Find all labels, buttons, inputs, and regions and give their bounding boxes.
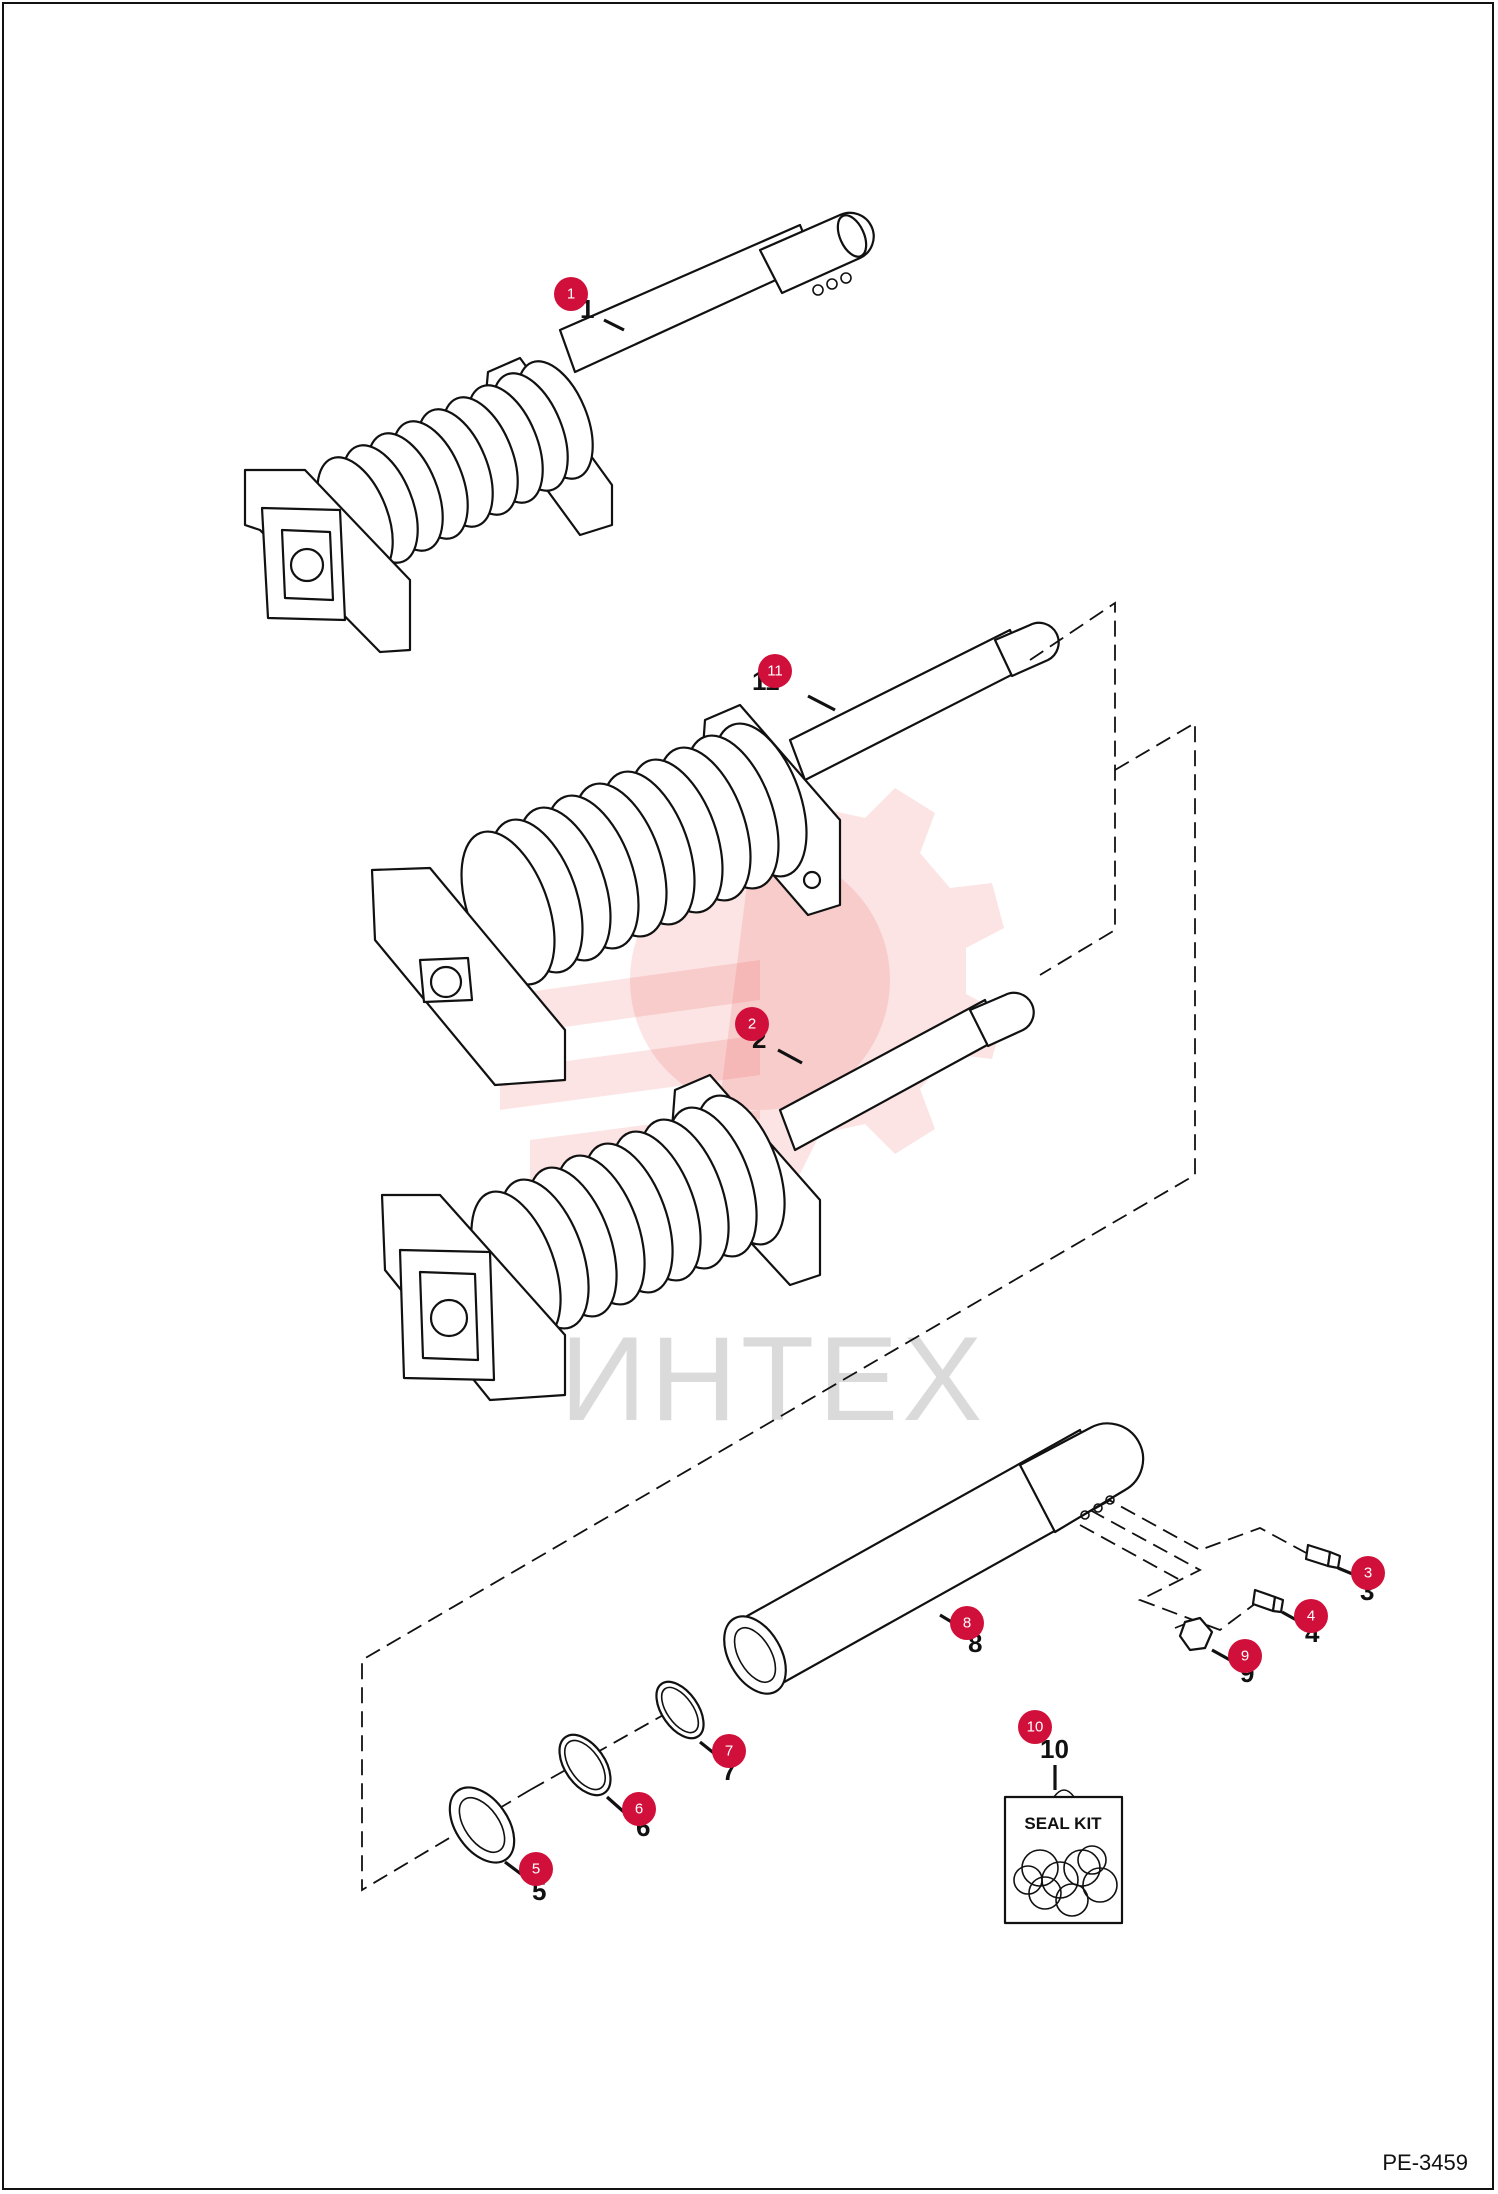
part-8-cylinder xyxy=(723,1422,1145,1695)
callout-badge-1[interactable]: 1 xyxy=(554,277,588,311)
part-5-seal xyxy=(448,1786,516,1864)
drawing-code: PE-3459 xyxy=(1382,2150,1468,2175)
callout-badge-6[interactable]: 6 xyxy=(622,1792,656,1826)
callout-badge-3[interactable]: 3 xyxy=(1351,1556,1385,1590)
callout-badge-5[interactable]: 5 xyxy=(519,1852,553,1886)
guide-lines xyxy=(361,601,1311,1892)
part-9-plug xyxy=(1174,1616,1214,1652)
svg-text:10: 10 xyxy=(1027,1719,1044,1736)
part-11-tensioner-assembly xyxy=(370,621,1060,1087)
part-1-tensioner-assembly xyxy=(243,211,875,654)
svg-text:4: 4 xyxy=(1307,1608,1315,1625)
leader-lines xyxy=(504,318,1356,1879)
part-6-seal-ring xyxy=(558,1733,612,1797)
callout-badge-7[interactable]: 7 xyxy=(712,1734,746,1768)
svg-text:1: 1 xyxy=(567,286,575,303)
part-2-tensioner-assembly xyxy=(380,991,1035,1402)
watermark-text: ИНТЕХ xyxy=(560,1312,986,1446)
svg-text:5: 5 xyxy=(532,1861,540,1878)
part-7-seal-ring xyxy=(655,1680,705,1740)
callout-badge-8[interactable]: 8 xyxy=(950,1606,984,1640)
seal-kit-label: SEAL KIT xyxy=(1024,1814,1102,1833)
svg-text:11: 11 xyxy=(767,663,783,680)
part-10-seal-kit: SEAL KIT xyxy=(1003,1789,1124,1925)
callout-badge-2[interactable]: 2 xyxy=(735,1007,769,1041)
svg-text:3: 3 xyxy=(1364,1565,1372,1582)
svg-text:2: 2 xyxy=(748,1016,756,1033)
part-3-fitting xyxy=(1304,1543,1342,1570)
svg-text:9: 9 xyxy=(1241,1648,1249,1665)
callout-badge-9[interactable]: 9 xyxy=(1228,1639,1262,1673)
callout-badge-11[interactable]: 11 xyxy=(758,654,792,688)
callout-badge-4[interactable]: 4 xyxy=(1294,1599,1328,1633)
svg-text:6: 6 xyxy=(635,1801,643,1818)
callout-badges: 1 11 2 3 4 9 8 7 6 5 10 xyxy=(519,277,1385,1886)
svg-text:8: 8 xyxy=(963,1615,971,1632)
callout-badge-10[interactable]: 10 xyxy=(1018,1710,1052,1744)
part-4-fitting xyxy=(1251,1588,1285,1614)
svg-text:7: 7 xyxy=(725,1743,733,1760)
